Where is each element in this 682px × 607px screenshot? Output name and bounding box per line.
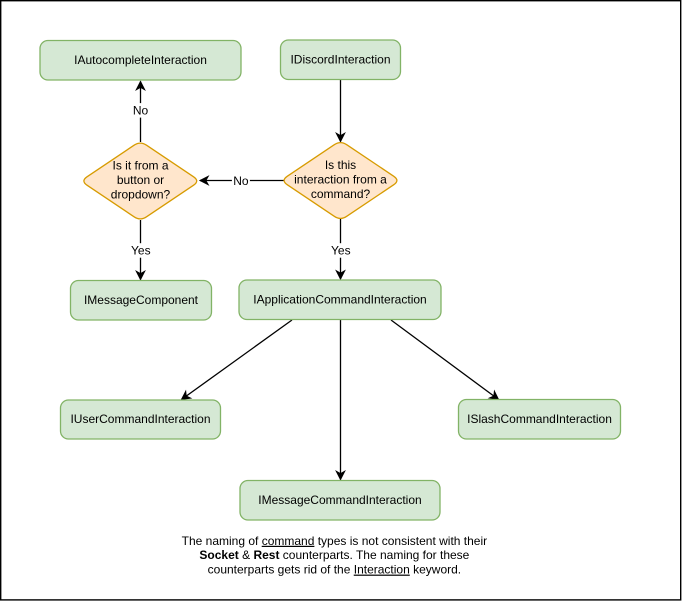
svg-text:Is this: Is this — [325, 158, 356, 172]
svg-text:Yes: Yes — [131, 244, 151, 258]
svg-text:The naming of command types is: The naming of command types is not consi… — [182, 534, 487, 548]
svg-text:Is it from a: Is it from a — [112, 159, 168, 173]
svg-text:Socket & Rest counterparts. Th: Socket & Rest counterparts. The naming f… — [199, 548, 469, 562]
svg-text:Yes: Yes — [331, 244, 351, 258]
svg-text:No: No — [133, 104, 149, 118]
svg-text:IApplicationCommandInteraction: IApplicationCommandInteraction — [253, 292, 426, 306]
svg-text:ISlashCommandInteraction: ISlashCommandInteraction — [467, 412, 612, 426]
svg-text:IUserCommandInteraction: IUserCommandInteraction — [70, 412, 210, 426]
svg-text:counterparts gets rid of the I: counterparts gets rid of the Interaction… — [208, 563, 462, 577]
svg-text:IMessageCommandInteraction: IMessageCommandInteraction — [258, 493, 421, 507]
svg-text:interaction from a: interaction from a — [294, 173, 387, 187]
svg-text:IMessageComponent: IMessageComponent — [84, 293, 199, 307]
svg-text:IDiscordInteraction: IDiscordInteraction — [290, 52, 390, 66]
svg-text:No: No — [233, 174, 249, 188]
svg-text:button or: button or — [117, 173, 164, 187]
svg-text:dropdown?: dropdown? — [111, 187, 171, 201]
svg-text:IAutocompleteInteraction: IAutocompleteInteraction — [74, 53, 207, 67]
svg-text:command?: command? — [311, 187, 371, 201]
